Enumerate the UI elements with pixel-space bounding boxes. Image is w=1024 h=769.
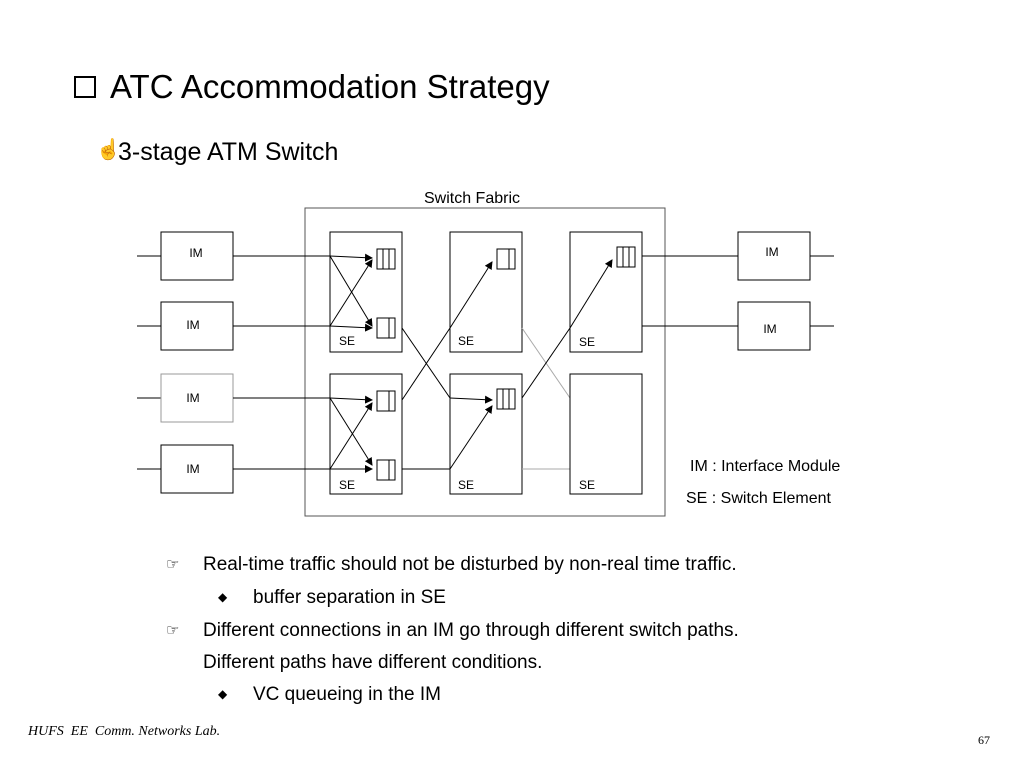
se-label: SE [339,334,355,348]
im-label: IM [763,322,776,336]
slide-title: ATC Accommodation Strategy [110,68,550,105]
se-label: SE [579,335,595,349]
bullet-item: Different connections in an IM go throug… [203,620,739,641]
im-label: IM [765,245,778,259]
im-left-2: IM [137,301,234,351]
pointing-hand-icon: ☞ [166,556,180,573]
se-2-bottom: SE [449,373,523,495]
se-label: SE [579,478,595,492]
switch-fabric-label: Switch Fabric [424,190,520,207]
bullet-item: Real-time traffic should not be disturbe… [203,554,737,575]
bullet-item: Different paths have different condition… [203,652,543,673]
im-left-1: IM [137,231,234,281]
im-label: IM [186,391,199,405]
pointing-hand-icon: ☝ [96,139,121,161]
im-right-1: IM [737,231,834,281]
im-left-4: IM [137,444,234,494]
legend-se: SE : Switch Element [686,490,832,507]
bullet-item: VC queueing in the IM [253,684,442,705]
footer-lab-name: HUFS EE Comm. Networks Lab. [28,724,221,739]
im-right-2: IM [737,301,834,351]
se-label: SE [458,478,474,492]
se-2-top: SE [449,231,523,353]
se-3-top: SE [569,231,643,353]
se-label: SE [339,478,355,492]
im-label: IM [186,462,199,476]
bullet-item: buffer separation in SE [253,587,446,608]
se-1-top: SE [329,231,403,353]
im-label: IM [189,246,202,260]
im-left-3: IM [137,373,234,423]
se-1-bottom: SE [329,373,403,495]
im-label: IM [186,318,199,332]
pointing-hand-icon: ☞ [166,622,180,639]
switch-fabric-boundary [304,207,666,517]
page-number: 67 [978,733,990,747]
slide-subtitle: 3-stage ATM Switch [118,138,339,166]
se-label: SE [458,334,474,348]
title-checkbox-bullet [74,76,96,98]
legend-im: IM : Interface Module [690,458,840,475]
se-3-bottom: SE [569,373,643,495]
diamond-icon: ◆ [218,590,228,604]
diamond-icon: ◆ [218,687,228,701]
